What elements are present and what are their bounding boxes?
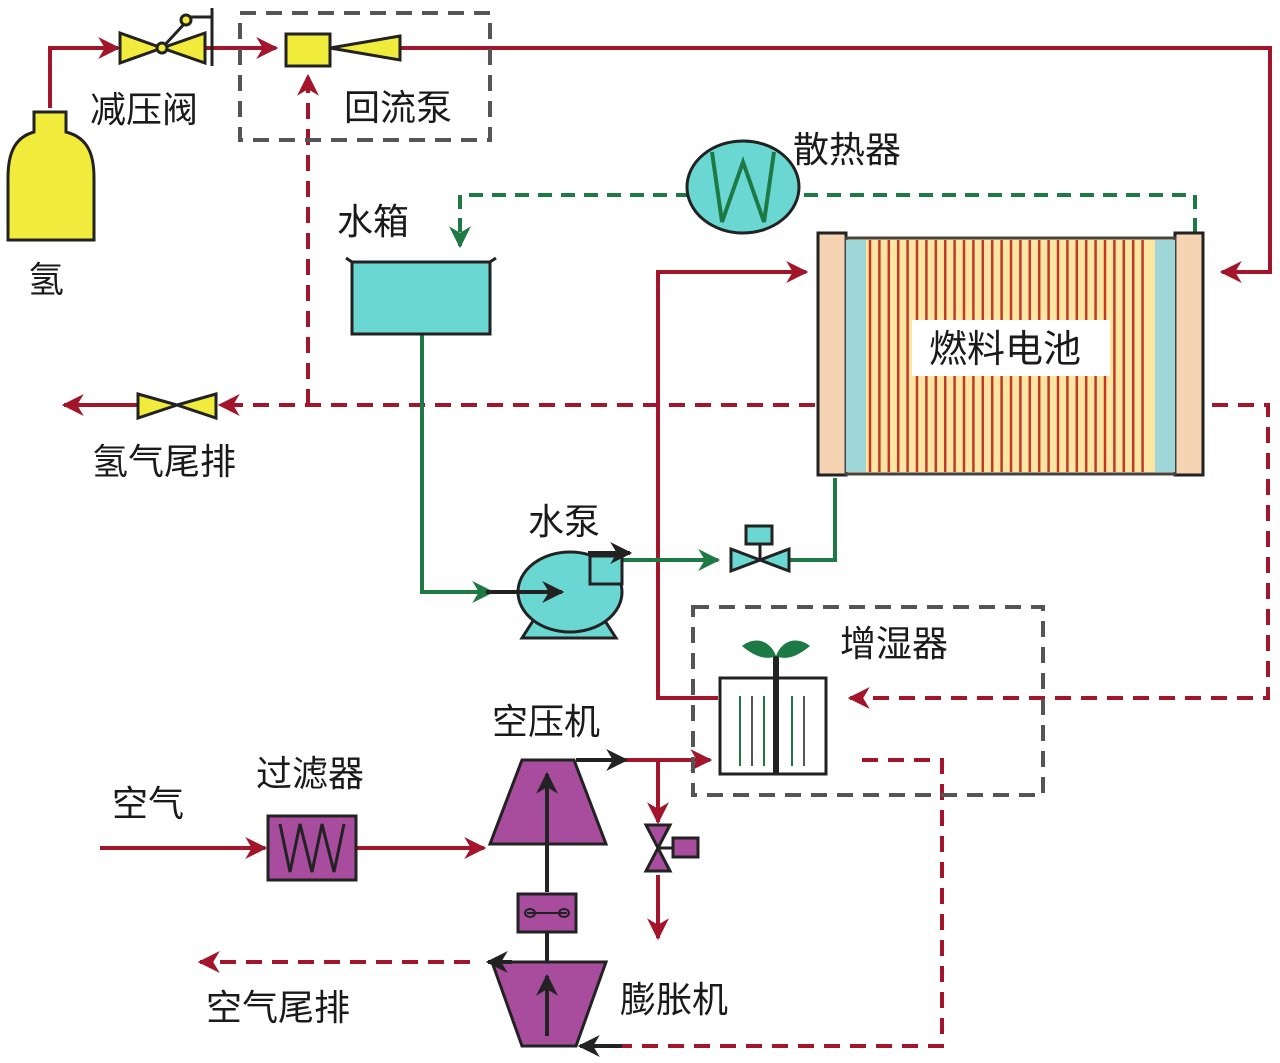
- label-filter: 过滤器: [256, 754, 364, 795]
- label-pressure-reducing-valve: 减压阀: [90, 90, 198, 131]
- label-fuel-cell: 燃料电池: [929, 327, 1081, 371]
- bypass-valve-icon: [643, 823, 700, 873]
- hydrogen-supply-line: [48, 37, 1272, 283]
- label-water-tank: 水箱: [337, 202, 409, 243]
- coolant-line: [449, 193, 1197, 249]
- recirculation-pump-icon: [284, 32, 402, 68]
- label-radiator: 散热器: [793, 130, 901, 171]
- air-return-line: [197, 403, 1270, 1048]
- label-humidifier: 增湿器: [840, 624, 948, 665]
- water-pump-icon: [516, 550, 624, 640]
- hydrogen-return-line: [217, 73, 815, 416]
- radiator-icon: [685, 139, 801, 235]
- hydrogen-tank-icon: [6, 110, 96, 242]
- recirculation-pump-box: [238, 11, 492, 142]
- label-water-pump: 水泵: [528, 502, 600, 543]
- hydrogen-exhaust-valve-icon: [136, 392, 218, 421]
- filter-icon: [266, 814, 358, 882]
- label-air-compressor: 空压机: [492, 702, 600, 743]
- label-hydrogen-exhaust: 氢气尾排: [92, 442, 236, 483]
- solenoid-valve-icon: [729, 524, 791, 574]
- pressure-reducing-valve-icon: [118, 8, 214, 66]
- label-air-exhaust: 空气尾排: [206, 988, 350, 1029]
- humidifier-icon: [718, 640, 828, 776]
- water-tank-icon: [345, 256, 497, 336]
- fuel-cell-stack-icon: [816, 231, 1205, 477]
- label-recirculation-pump: 回流泵: [344, 88, 452, 129]
- motor-shaft-icon: [516, 892, 578, 934]
- humidifier-box: [691, 605, 1045, 797]
- label-air: 空气: [112, 784, 184, 825]
- label-expander: 膨胀机: [620, 980, 728, 1021]
- fuel-cell-label-bg: [912, 320, 1110, 376]
- label-hydrogen: 氢: [28, 260, 64, 301]
